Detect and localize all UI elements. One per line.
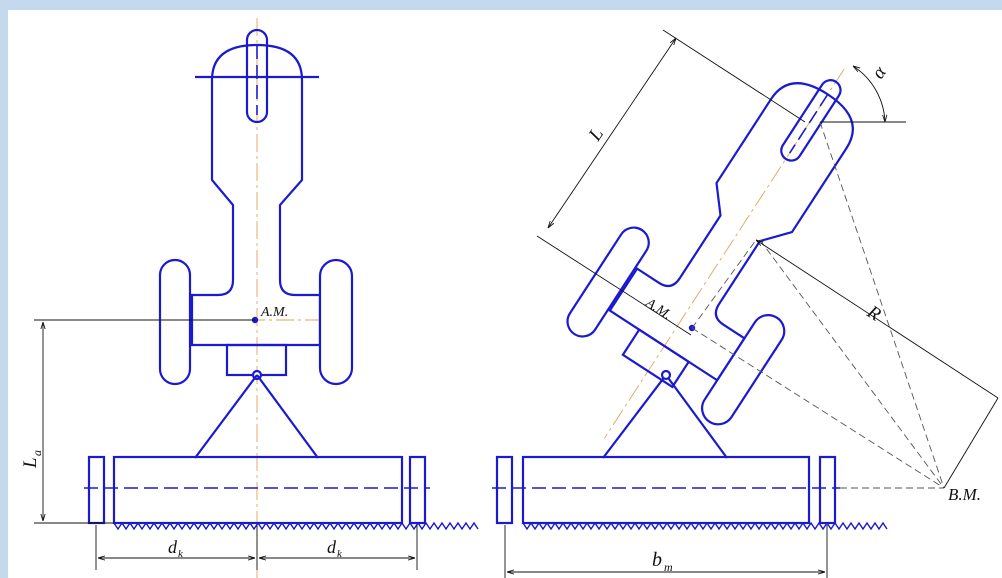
dk-label-right: d k [327, 537, 343, 560]
alpha-arc [853, 66, 885, 122]
wheel-to-turn-center [759, 239, 945, 489]
svg-text:m: m [664, 560, 673, 574]
la-label: L a [20, 450, 44, 469]
right-slot-dash [788, 93, 829, 154]
right-hitch-frame [602, 374, 728, 459]
right-tractor-body [608, 82, 854, 382]
l-label: L [584, 124, 608, 145]
right-implement-wheel-r [818, 455, 837, 525]
bm-label: b m [652, 549, 673, 574]
right-front-slot [780, 79, 842, 162]
left-implement-wheel-l [87, 455, 106, 525]
svg-text:d: d [168, 537, 178, 557]
r-dimension-line [756, 240, 999, 399]
right-implement-wheel-l [495, 455, 514, 525]
svg-text:L: L [584, 124, 608, 145]
right-hitch-block [621, 328, 691, 389]
svg-text:k: k [178, 548, 184, 560]
right-view: A.M. B.M. R L α b m [492, 29, 999, 578]
left-front-slot [245, 28, 269, 124]
svg-text:k: k [337, 548, 343, 560]
right-center-label-wrap: A.M. [642, 295, 674, 323]
right-hitch-pin [660, 369, 672, 381]
perp-line [691, 239, 757, 329]
left-tractor-body [190, 43, 322, 347]
turn-center-label: B.M. [948, 485, 981, 504]
svg-text:d: d [327, 537, 337, 557]
right-tractor [566, 68, 854, 439]
svg-text:a: a [30, 450, 44, 456]
left-view: A.M. L a d k d k [20, 18, 479, 578]
svg-text:α: α [868, 62, 892, 83]
left-hitch-frame [194, 374, 319, 459]
svg-text:L: L [20, 457, 41, 469]
l-ext-bottom [536, 235, 692, 336]
left-implement-body [112, 455, 404, 525]
left-wheel-right [318, 258, 354, 386]
left-center-label: A.M. [260, 305, 288, 320]
front-to-turn-center [819, 121, 945, 489]
alpha-label: α [868, 62, 892, 83]
svg-text:A.M.: A.M. [642, 295, 674, 323]
left-implement-teeth [113, 521, 479, 531]
l-ext-top [662, 29, 806, 123]
right-implement-teeth [522, 521, 888, 531]
l-dimension-line [548, 38, 676, 228]
drawing-frame: A.M. L a d k d k [8, 10, 1002, 578]
r-ext-line [943, 397, 999, 489]
center-to-turn-center [691, 327, 945, 489]
right-wheel-right [701, 314, 786, 426]
svg-text:b: b [652, 549, 662, 571]
right-implement-body [521, 455, 811, 525]
technical-drawing: A.M. L a d k d k [20, 18, 999, 578]
left-implement-wheel-r [408, 455, 427, 525]
dk-label-left: d k [168, 537, 184, 560]
left-wheel-left [158, 258, 192, 386]
